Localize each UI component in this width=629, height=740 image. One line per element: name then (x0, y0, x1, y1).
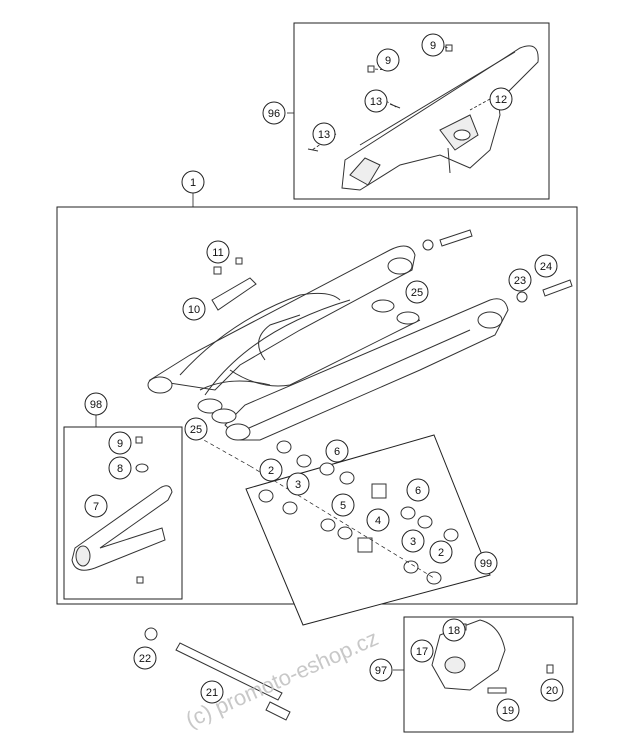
callout-5[interactable]: 5 (331, 493, 355, 517)
callout-18[interactable]: 18 (442, 618, 466, 642)
callout-25[interactable]: 25 (184, 417, 208, 441)
leader-lines-kit (185, 429, 435, 579)
svg-text:13: 13 (318, 129, 330, 141)
callout-13[interactable]: 13 (364, 89, 388, 113)
axle-drawing (144, 627, 291, 721)
callout-8[interactable]: 8 (108, 456, 132, 480)
callout-3[interactable]: 3 (401, 529, 425, 553)
svg-text:19: 19 (502, 705, 514, 717)
svg-text:97: 97 (375, 665, 387, 677)
callout-1[interactable]: 1 (181, 170, 205, 194)
svg-text:25: 25 (190, 424, 202, 436)
callout-2[interactable]: 2 (259, 458, 283, 482)
callout-6[interactable]: 6 (325, 439, 349, 463)
callout-7[interactable]: 7 (84, 494, 108, 518)
callout-24[interactable]: 24 (534, 254, 558, 278)
svg-text:18: 18 (448, 625, 460, 637)
svg-text:21: 21 (206, 687, 218, 699)
svg-text:2: 2 (268, 465, 274, 477)
bearing-kit-drawing (258, 440, 459, 585)
callout-10[interactable]: 10 (182, 297, 206, 321)
callout-22[interactable]: 22 (133, 646, 157, 670)
chain-guide-screws (307, 44, 453, 152)
svg-text:5: 5 (340, 500, 346, 512)
svg-text:10: 10 (188, 304, 200, 316)
callout-4[interactable]: 4 (366, 508, 390, 532)
callout-9[interactable]: 9 (376, 48, 400, 72)
callout-19[interactable]: 19 (496, 698, 520, 722)
axle-bolts-right (422, 229, 573, 303)
callout-25[interactable]: 25 (405, 280, 429, 304)
svg-text:6: 6 (415, 485, 421, 497)
callout-98[interactable]: 98 (84, 392, 108, 416)
svg-text:3: 3 (410, 536, 416, 548)
svg-text:1: 1 (190, 177, 196, 189)
svg-text:7: 7 (93, 501, 99, 513)
svg-text:8: 8 (117, 463, 123, 475)
svg-text:9: 9 (385, 55, 391, 67)
svg-text:25: 25 (411, 287, 423, 299)
callout-96[interactable]: 96 (262, 101, 286, 125)
svg-text:17: 17 (416, 646, 428, 658)
callout-2[interactable]: 2 (429, 540, 453, 564)
callout-9[interactable]: 9 (108, 431, 132, 455)
group-box-96-chain-guide (293, 22, 550, 200)
callout-97[interactable]: 97 (369, 658, 393, 682)
swingarm-drawing (147, 245, 509, 441)
callout-21[interactable]: 21 (200, 680, 224, 704)
callout-17[interactable]: 17 (410, 639, 434, 663)
svg-text:11: 11 (212, 247, 223, 259)
callout-13[interactable]: 13 (312, 122, 336, 146)
svg-text:9: 9 (117, 438, 123, 450)
svg-text:22: 22 (139, 653, 151, 665)
callout-3[interactable]: 3 (286, 472, 310, 496)
callout-23[interactable]: 23 (508, 268, 532, 292)
group-box-97-chain-guide-lower (403, 616, 574, 733)
svg-text:23: 23 (514, 275, 526, 287)
callout-6[interactable]: 6 (406, 478, 430, 502)
swingarm-pads (197, 299, 420, 424)
callout-20[interactable]: 20 (540, 678, 564, 702)
svg-text:99: 99 (480, 558, 492, 570)
callout-11[interactable]: 11 (206, 240, 230, 264)
callout-9[interactable]: 9 (421, 33, 445, 57)
callout-99[interactable]: 99 (474, 551, 498, 575)
svg-text:3: 3 (295, 479, 301, 491)
svg-text:12: 12 (495, 94, 507, 106)
svg-text:24: 24 (540, 261, 552, 273)
svg-text:9: 9 (430, 40, 436, 52)
svg-text:4: 4 (375, 515, 381, 527)
svg-text:6: 6 (334, 446, 340, 458)
callout-12[interactable]: 12 (489, 87, 513, 111)
svg-text:96: 96 (268, 108, 280, 120)
chain-slider-block-10 (211, 257, 257, 311)
svg-text:13: 13 (370, 96, 382, 108)
svg-text:20: 20 (546, 685, 558, 697)
chain-slider-drawing (71, 436, 173, 584)
svg-text:98: 98 (90, 399, 102, 411)
svg-text:2: 2 (438, 547, 444, 559)
